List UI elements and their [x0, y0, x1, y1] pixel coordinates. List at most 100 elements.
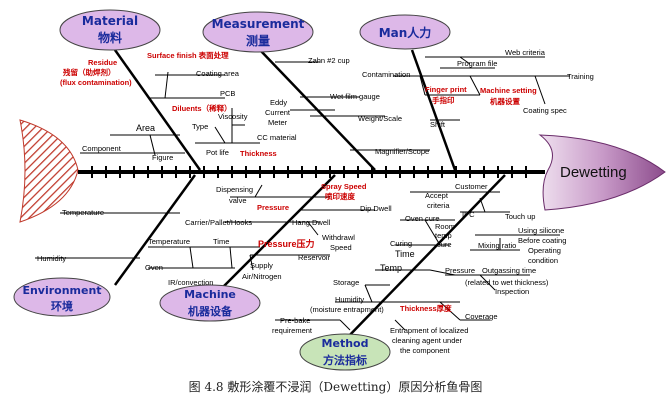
- cause-curing: Curing: [390, 239, 412, 248]
- category-machine: Machine 机器设备: [159, 284, 261, 322]
- cause-program-file: Program file: [457, 59, 497, 68]
- category-material: Material 物料: [59, 9, 161, 51]
- cause-dip-dwell: Dip Dwell: [360, 204, 392, 213]
- cause-coating-spec: Coating spec: [523, 106, 567, 115]
- category-man-en: Man人力: [379, 25, 432, 40]
- cause-entrapment-2: cleaning agent under: [392, 336, 463, 345]
- cause-wet-film-gauge: Wet film gauge: [330, 92, 380, 101]
- cause-type: Type: [192, 122, 208, 131]
- cause-dispensing: Dispensing: [216, 185, 253, 194]
- cause-cc-material: CC material: [257, 133, 297, 142]
- cause-zahn-cup: Zahn #2 cup: [308, 56, 350, 65]
- cause-thickness-2: Thickness厚度: [400, 303, 452, 313]
- cause-using-silicone: Using silicone: [518, 226, 564, 235]
- cause-humidity-env: Humidity: [37, 254, 66, 263]
- cause-pcb: PCB: [220, 89, 235, 98]
- cause-speed: Speed: [330, 243, 352, 252]
- cause-storage: Storage: [333, 278, 359, 287]
- cause-area: Area: [136, 123, 155, 133]
- cause-reservoir: Reservoir: [298, 253, 331, 262]
- cause-temperature-mach: Temperature: [148, 237, 190, 246]
- category-method-zh: 方法指标: [323, 353, 367, 367]
- category-method-en: Method: [322, 337, 369, 350]
- cause-condition: condition: [528, 256, 558, 265]
- cause-finger-print: Finger print: [425, 85, 467, 94]
- cause-eddy: Eddy: [270, 98, 287, 107]
- cause-ir-convection: IR/convection: [168, 278, 213, 287]
- category-method: Method 方法指标: [299, 333, 391, 371]
- spine-ticks: [91, 166, 527, 178]
- cause-machine-setting-zh: 机器设置: [490, 96, 520, 106]
- cause-outgassing-time: Outgassing time: [482, 266, 536, 275]
- cause-mixing-ratio: Mixing ratio: [478, 241, 516, 250]
- cause-web-criteria: Web criteria: [505, 48, 546, 57]
- cause-pre-bake: Pre-bake: [280, 316, 310, 325]
- cause-labels: Residue 残留（助焊剂） (flux contamination) Sur…: [37, 48, 594, 355]
- cause-shift: Shift: [430, 120, 446, 129]
- cause-diluents: Diluents（稀释）: [172, 103, 232, 113]
- cause-time-mach: Time: [213, 237, 229, 246]
- cause-entrapment-3: the component: [400, 346, 451, 355]
- cause-thickness-1: Thickness: [240, 149, 277, 158]
- cause-withdrawl: Withdrawl: [322, 233, 355, 242]
- cause-air-nitrogen: Air/Nitrogen: [242, 272, 282, 281]
- fish-tail: [19, 119, 79, 223]
- cause-ipc: IPC: [462, 210, 475, 219]
- cause-pressure-2: Pressure压力: [258, 238, 315, 249]
- cause-spray-speed: Spray Speed: [321, 182, 367, 191]
- cause-operating: Operating: [528, 246, 561, 255]
- cause-customer: Customer: [455, 182, 488, 191]
- cause-related-wet-thickness: (related to wet thickness): [465, 278, 549, 287]
- cause-training: Training: [567, 72, 594, 81]
- cause-temp: temp: [435, 231, 452, 240]
- cause-component: Component: [82, 144, 122, 153]
- cause-room: Room: [435, 222, 455, 231]
- cause-weight-scale: Weight/Scale: [358, 114, 402, 123]
- cause-oven-cure: Oven cure: [405, 214, 440, 223]
- category-machine-en: Machine: [184, 288, 236, 301]
- category-machine-zh: 机器设备: [188, 304, 233, 318]
- cause-coating-area: Coating area: [196, 69, 240, 78]
- cause-criteria: criteria: [427, 201, 450, 210]
- head-label: Dewetting: [560, 164, 627, 181]
- cause-entrapment-1: Entrapment of localized: [390, 326, 468, 335]
- cause-requirement: requirement: [272, 326, 313, 335]
- cause-pot-life: Pot life: [206, 148, 229, 157]
- cause-time-method: Time: [395, 249, 415, 259]
- cause-flux-contamination: (flux contamination): [60, 78, 132, 87]
- figure-caption: 图 4.8 敷形涂覆不浸润（Dewetting）原因分析鱼骨图: [188, 380, 483, 394]
- cause-before-coating: Before coating: [518, 236, 566, 245]
- fish-head: [538, 134, 666, 211]
- category-environment: Environment 环境: [13, 277, 111, 317]
- cause-temp-method: Temp: [380, 263, 402, 273]
- category-material-en: Material: [82, 14, 138, 28]
- category-environment-zh: 环境: [51, 299, 73, 313]
- cause-residue: Residue: [88, 58, 117, 67]
- cause-hang-dwell: Hang Dwell: [292, 218, 331, 227]
- cause-cure: cure: [437, 240, 452, 249]
- cause-valve: valve: [229, 196, 247, 205]
- cause-accept: Accept: [425, 191, 449, 200]
- category-environment-en: Environment: [22, 284, 101, 297]
- cause-temperature-env: Temperature: [62, 208, 104, 217]
- cause-touch-up: Touch up: [505, 212, 535, 221]
- cause-pressure-3: Pressure: [445, 266, 475, 275]
- category-man: Man人力: [359, 14, 451, 50]
- cause-coverage: Coverage: [465, 312, 498, 321]
- cause-magnifier-scope: Magnifier/Scope: [375, 147, 429, 156]
- cause-pressure-1: Pressure: [257, 203, 289, 212]
- cause-carrier: Carrier/Pallet/Hooks: [185, 218, 252, 227]
- cause-spray-speed-zh: 喷印速度: [325, 191, 355, 201]
- category-measurement-en: Measurement: [212, 17, 305, 31]
- cause-oven: Oven: [145, 263, 163, 272]
- cause-inspection: Inspection: [495, 287, 529, 296]
- cause-viscosity: Viscosity: [218, 112, 248, 121]
- cause-humidity-method: Humidity: [335, 295, 364, 304]
- category-measurement-zh: 测量: [246, 33, 270, 48]
- category-material-zh: 物料: [98, 30, 122, 45]
- cause-machine-setting: Machine setting: [480, 86, 537, 95]
- cause-finger-print-zh: 手指印: [432, 95, 455, 105]
- cause-moisture-entrapment: (moisture entrapment): [310, 305, 384, 314]
- cause-meter: Meter: [268, 118, 288, 127]
